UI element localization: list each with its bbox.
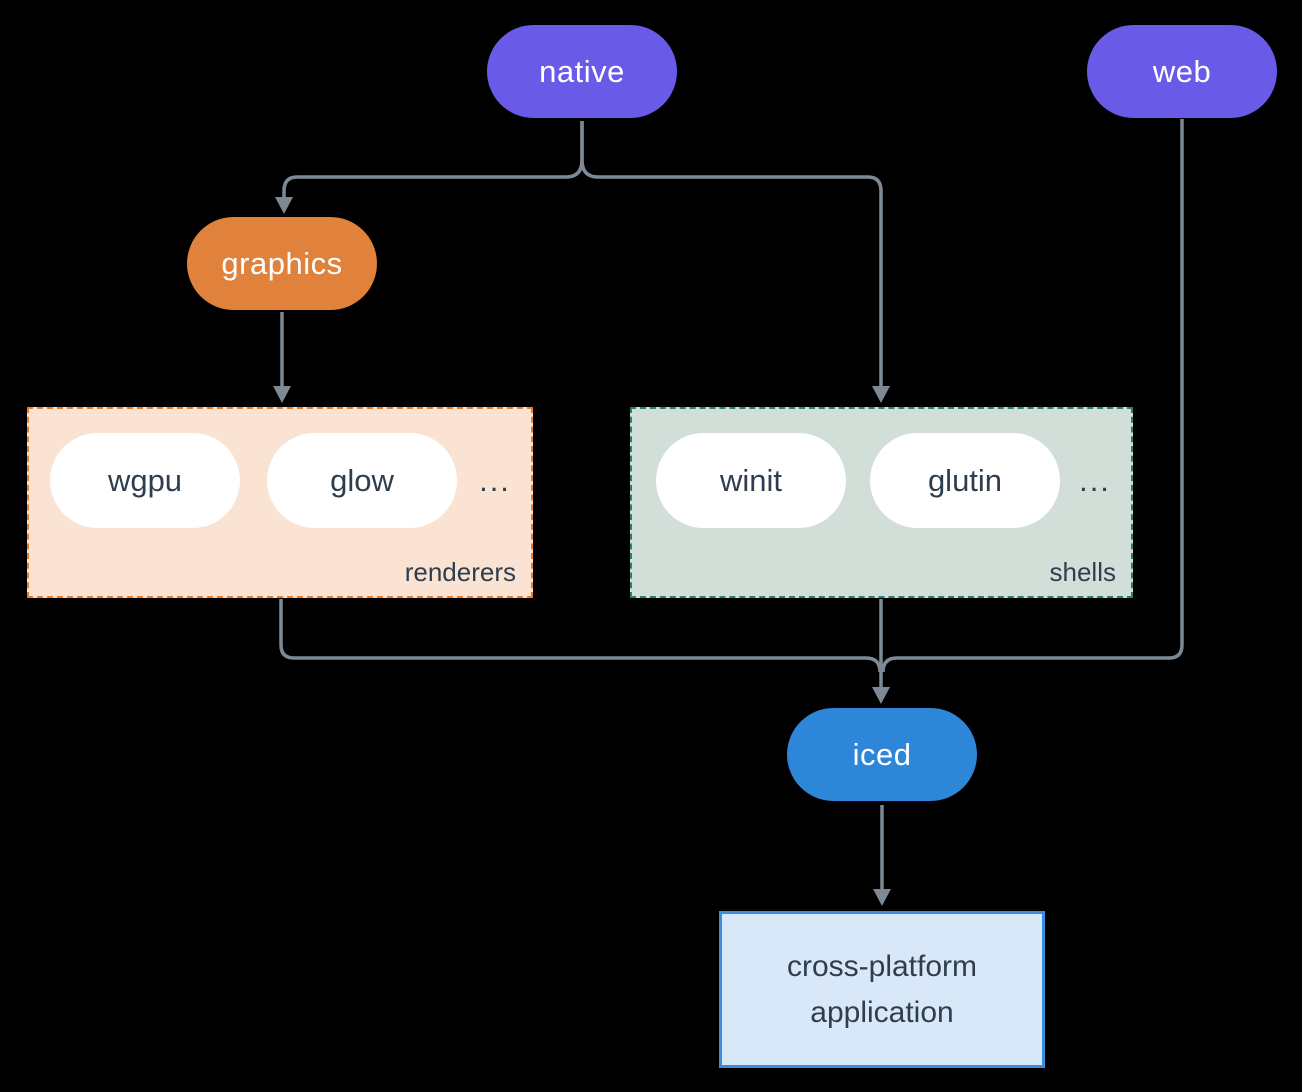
node-winit: winit [656, 433, 846, 528]
node-glutin-label: glutin [927, 462, 1003, 498]
group-shells-label: shells [1049, 557, 1116, 587]
shells-ellipsis: ... [1079, 462, 1111, 498]
edge-renderers-iced [279, 599, 882, 673]
group-shells: winit glutin ... shells [630, 407, 1133, 598]
node-native: native [487, 25, 677, 118]
edge-web-iced [881, 119, 1184, 673]
node-cross-platform-application: cross-platform application [719, 911, 1045, 1068]
renderers-ellipsis: ... [479, 462, 511, 498]
node-wgpu: wgpu [50, 433, 240, 528]
node-graphics-label: graphics [221, 245, 343, 281]
edge-shells-iced [872, 599, 890, 704]
node-glutin: glutin [870, 433, 1060, 528]
edge-native-graphics [275, 121, 584, 214]
node-app-label: cross-platform application [786, 949, 978, 1029]
node-iced: iced [787, 708, 977, 801]
edge-iced-app [873, 805, 891, 906]
node-winit-label: winit [719, 462, 782, 498]
node-native-label: native [539, 53, 625, 89]
group-renderers: wgpu glow ... renderers [27, 407, 533, 598]
node-web-label: web [1152, 53, 1212, 89]
edge-graphics-renderers [273, 312, 291, 403]
node-graphics: graphics [187, 217, 377, 310]
node-wgpu-label: wgpu [107, 462, 183, 498]
group-renderers-label: renderers [404, 557, 516, 587]
edge-native-shells [580, 121, 890, 403]
node-glow-label: glow [330, 462, 394, 498]
node-iced-label: iced [852, 736, 912, 772]
node-web: web [1087, 25, 1277, 118]
node-glow: glow [267, 433, 457, 528]
